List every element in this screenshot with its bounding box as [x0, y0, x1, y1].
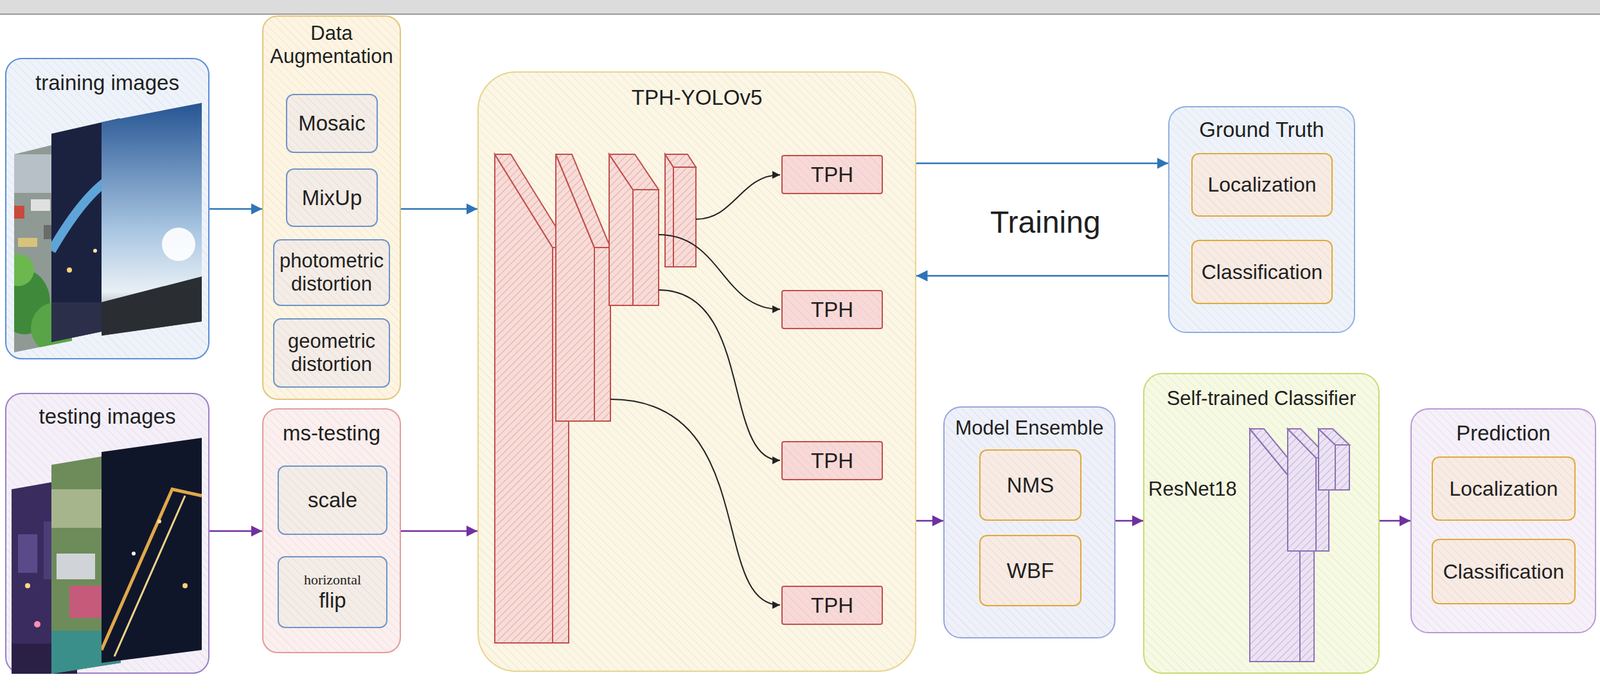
header-rule — [0, 13, 1600, 15]
feature-map — [609, 154, 659, 306]
head-box: TPH — [781, 440, 883, 480]
box-label: TPH-YOLOv5 — [478, 85, 916, 110]
feature-map — [555, 154, 611, 421]
method-box: Mosaic — [285, 93, 378, 153]
box-label: Classification — [1201, 260, 1324, 285]
box-label: Self-trained Classifier — [1144, 386, 1379, 410]
box-label: Classification — [1443, 559, 1565, 584]
target-box: Classification — [1191, 239, 1333, 304]
label-holder: Training — [987, 204, 1104, 240]
box-label: TPH — [810, 448, 854, 473]
input-panel: testing images — [5, 392, 210, 674]
header-band — [0, 0, 1600, 16]
box-label: Data Augmentation — [263, 21, 400, 68]
box-label: MixUp — [302, 185, 363, 211]
output-box: Classification — [1431, 538, 1576, 605]
feature-link — [610, 174, 781, 605]
box-label: horizontal — [303, 571, 362, 588]
output-box: Localization — [1431, 456, 1576, 521]
training-photos — [5, 57, 210, 360]
method-box: horizontalflip — [277, 555, 388, 628]
box-label: ms-testing — [263, 420, 400, 446]
box-label: TPH — [810, 297, 854, 322]
flow-arrow — [400, 530, 478, 533]
photo — [95, 96, 210, 341]
sub-label: ResNet18 — [1144, 477, 1379, 501]
method-box: MixUp — [285, 168, 378, 227]
stage-panel: Model EnsembleNMS WBF — [943, 406, 1116, 639]
target-panel: Ground TruthLocalizationClassification — [1168, 106, 1356, 333]
method-box: scale — [277, 465, 388, 535]
head-box: TPH — [781, 154, 883, 195]
stage-panel: ms-testing scale horizontalflip — [262, 408, 401, 653]
box-label: Prediction — [1411, 420, 1595, 446]
box-label: scale — [307, 487, 358, 513]
flow-arrow — [400, 208, 478, 211]
classifier-panel: Self-trained ClassifierResNet18 — [1143, 372, 1380, 674]
box-label: photometric distortion — [279, 249, 384, 295]
photo — [95, 431, 210, 669]
method-box: NMS — [979, 449, 1082, 521]
box-label: TPH — [810, 162, 854, 187]
output-panel: PredictionLocalizationClassification — [1410, 408, 1597, 633]
flow-arrow — [209, 530, 263, 533]
head-box: TPH — [781, 585, 883, 625]
flow-arrow — [1115, 519, 1144, 522]
method-box: geometric distortion — [273, 318, 391, 388]
box-label: Model Ensemble — [944, 416, 1115, 440]
stage-panel: Data AugmentationMosaicMixUp photometric … — [262, 15, 401, 400]
head-box: TPH — [781, 289, 883, 329]
box-label: Localization — [1449, 476, 1559, 501]
method-box: photometric distortion — [273, 239, 391, 306]
sub-label: flip — [318, 587, 346, 613]
phase-label: Training — [987, 204, 1104, 240]
box-label: geometric distortion — [279, 329, 384, 376]
box-label: Ground Truth — [1169, 117, 1354, 143]
box-label: NMS — [1006, 472, 1054, 498]
feature-map — [665, 154, 696, 267]
flow-arrow — [916, 275, 1169, 277]
flow-arrow — [1379, 519, 1411, 522]
box-label: Mosaic — [298, 111, 366, 136]
flow-arrow — [916, 162, 1169, 165]
box-label: TPH — [810, 593, 854, 618]
box-label: Localization — [1208, 172, 1317, 197]
testing-photos — [5, 392, 210, 674]
classifier-figure — [1143, 372, 1380, 674]
model-panel: TPH-YOLOv5TPH TPH TPH TPH — [477, 71, 917, 672]
header-band — [0, 0, 1600, 15]
flow-arrow — [209, 208, 263, 211]
method-box: WBF — [979, 534, 1082, 606]
target-box: Localization — [1191, 152, 1333, 217]
box-label: WBF — [1006, 558, 1054, 583]
flow-arrow — [916, 519, 944, 522]
box-label: training images — [6, 70, 209, 96]
input-panel: training images — [5, 57, 210, 360]
box-label: testing images — [6, 404, 209, 429]
feature-map — [1318, 428, 1350, 490]
